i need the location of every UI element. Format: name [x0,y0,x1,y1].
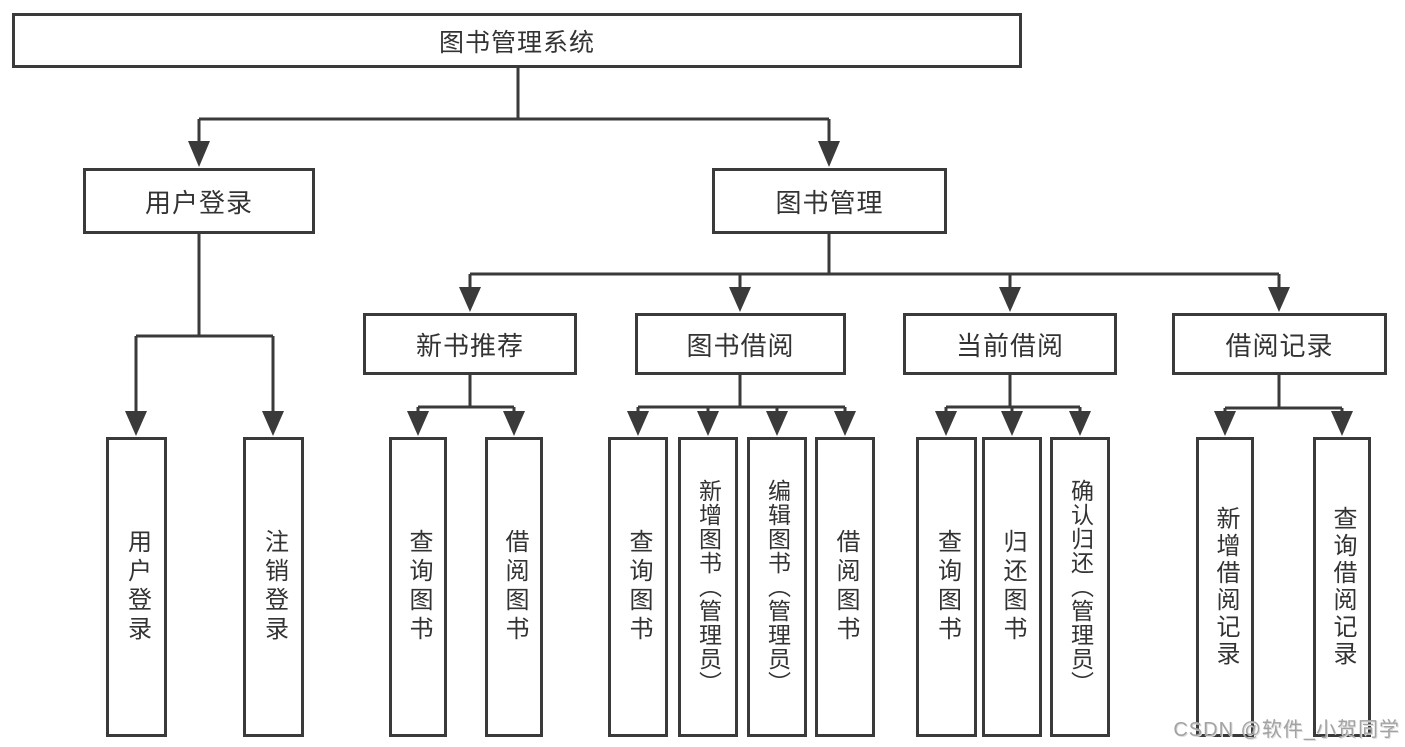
leaf-query-borrow-record: 查询借阅记录 [1313,437,1371,737]
node-new-book-recommendation: 新书推荐 [363,313,577,375]
leaf-return-books: 归还图书 [982,437,1042,737]
leaf-borrow-books: 借阅图书 [815,437,875,737]
leaf-add-books-admin: 新增图书（管理员） [678,437,738,737]
leaf-query-books-recommend: 查询图书 [389,437,447,737]
csdn-watermark: CSDN @软件_小贺同学 [1173,719,1400,741]
node-book-management: 图书管理 [712,168,947,234]
node-book-borrowing: 图书借阅 [635,313,846,375]
connector-arrowheads [125,141,1353,436]
leaf-query-books-current: 查询图书 [916,437,977,737]
leaf-edit-books-admin: 编辑图书（管理员） [747,437,807,737]
leaf-query-books-borrowing: 查询图书 [608,437,668,737]
node-borrowing-records: 借阅记录 [1172,313,1387,375]
node-library-management-system: 图书管理系统 [12,13,1022,68]
leaf-borrow-books-recommend: 借阅图书 [485,437,543,737]
leaf-add-borrow-record: 新增借阅记录 [1196,437,1254,737]
leaf-confirm-return-admin: 确认归还（管理员） [1050,437,1110,737]
leaf-logout: 注销登录 [243,437,304,737]
leaf-user-login: 用户登录 [106,437,167,737]
node-current-borrowing: 当前借阅 [903,313,1117,375]
node-user-login: 用户登录 [83,168,315,234]
